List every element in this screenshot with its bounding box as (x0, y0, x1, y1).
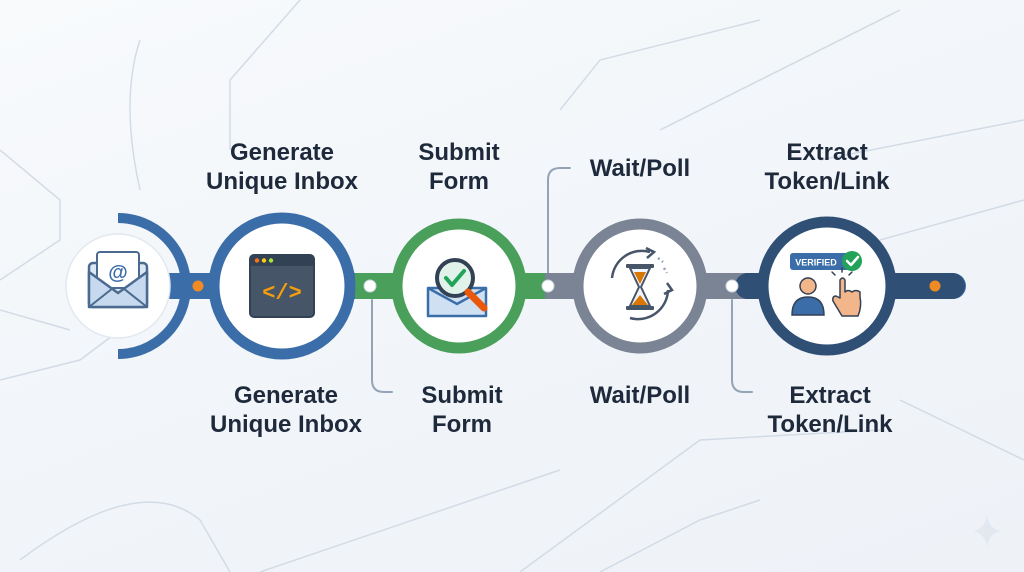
step-3-node (572, 218, 708, 354)
sparkle-icon (973, 515, 1001, 547)
step-3-bottom-label: Wait/Poll (589, 382, 691, 409)
white-dot (363, 279, 377, 293)
magnifier-check-envelope-icon (426, 258, 488, 318)
timeline-dots (192, 279, 941, 293)
step-2-node (391, 218, 527, 354)
label-connectors (371, 167, 753, 393)
code-symbol: </> (262, 281, 302, 306)
white-dot (725, 279, 739, 293)
orange-dot (929, 280, 941, 292)
half-ring (117, 213, 191, 359)
white-dot (541, 279, 555, 293)
orange-dot (192, 280, 204, 292)
verified-badge-text: VERIFIED (795, 258, 837, 268)
at-symbol: @ (108, 262, 128, 284)
step-4-node: VERIFIED (757, 216, 897, 356)
hourglass-refresh-icon (610, 246, 674, 321)
verified-user-click-icon: VERIFIED (790, 251, 862, 317)
code-window-icon: </> (249, 254, 315, 318)
step-0-node: @ (65, 213, 191, 359)
envelope-at-icon: @ (87, 251, 149, 309)
step-3-top-label: Wait/Poll (589, 155, 691, 182)
step-1-node: </> (208, 212, 356, 360)
